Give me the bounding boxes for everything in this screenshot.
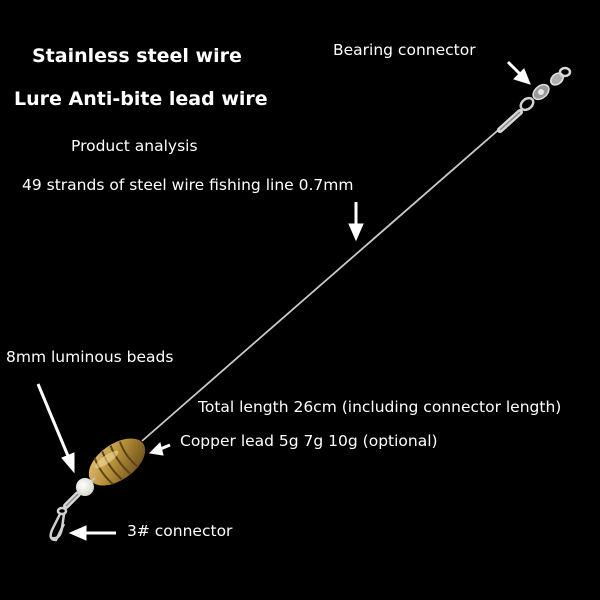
copper-lead-weight [88,438,146,486]
total-length-label: Total length 26cm (including connector l… [198,398,562,416]
arrow-to-bead [36,383,75,474]
wire-spec-label: 49 strands of steel wire fishing line 0.… [22,176,354,194]
arrow-to-wire [348,202,364,242]
bearing-connector-label: Bearing connector [333,41,476,59]
copper-lead-label: Copper lead 5g 7g 10g (optional) [180,432,438,450]
arrow-to-bearing [506,60,531,85]
steel-wire [141,124,505,442]
luminous-bead [76,478,94,496]
snap-connector-label: 3# connector [127,522,233,540]
subtitle: Product analysis [71,137,198,155]
arrow-to-copper-lead [148,442,171,456]
arrow-to-snap [68,525,116,541]
crimp-sleeve-bottom [63,491,81,509]
title-line-1: Stainless steel wire [32,45,242,67]
title-line-2: Lure Anti-bite lead wire [14,88,268,110]
bearing-connector [519,66,572,112]
snap-connector [49,506,68,542]
crimp-sleeve-top [497,109,523,133]
luminous-beads-label: 8mm luminous beads [6,348,174,366]
